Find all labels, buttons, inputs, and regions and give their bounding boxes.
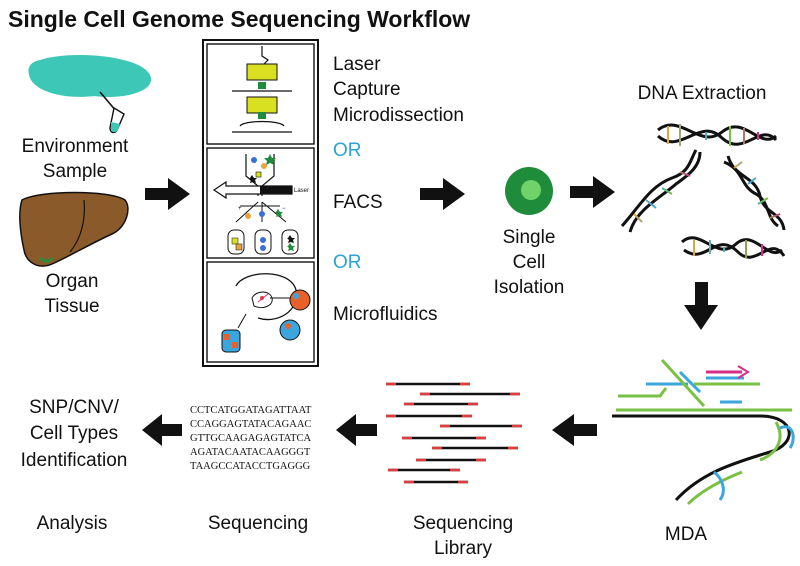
- dna-helix-icon: [723, 155, 786, 231]
- arrow-to-sequencing-library: [552, 414, 597, 446]
- results-label-line1: SNP/CNV/: [29, 397, 119, 418]
- sequence-line: AGATACAATACAAGGGT: [190, 447, 311, 458]
- arrow-to-dna-extraction: [570, 176, 615, 208]
- arrow-to-results: [142, 414, 182, 446]
- sequencing-library-label-line1: Sequencing: [413, 513, 513, 534]
- svg-text:−: −: [282, 206, 286, 212]
- sequence-line: CCAGGAGTATACAGAAC: [190, 419, 311, 430]
- sequencing-library-reads: [386, 382, 522, 484]
- sequence-reads-text: CCTCATGGATAGATTAAT CCAGGAGTATACAGAAC GTT…: [190, 405, 312, 472]
- liver-icon: [19, 191, 129, 267]
- dna-helix-icon: [620, 149, 702, 233]
- or-label-1: OR: [333, 140, 362, 161]
- single-cell-label-line2: Cell: [513, 252, 546, 273]
- facs-panel: Laser + −: [206, 147, 315, 259]
- svg-text:+: +: [238, 206, 242, 212]
- results-label-line3: Identification: [21, 450, 128, 471]
- laser-label-line2: Capture: [333, 79, 401, 100]
- environment-label-line1: Environment: [22, 136, 129, 157]
- arrow-to-single-cell: [420, 178, 465, 210]
- single-cell-label-line1: Single: [503, 227, 556, 248]
- organ-label-line2: Tissue: [44, 296, 99, 317]
- laser-beam-label: Laser: [294, 188, 309, 194]
- microfluidics-label: Microfluidics: [333, 304, 438, 325]
- dna-extraction-label: DNA Extraction: [638, 83, 767, 104]
- sequencing-library-label-line2: Library: [434, 538, 493, 559]
- single-cell-label-line3: Isolation: [494, 277, 565, 298]
- sequence-line: CCTCATGGATAGATTAAT: [190, 405, 312, 416]
- environment-label-line2: Sample: [43, 161, 107, 182]
- arrow-to-mda: [684, 282, 718, 330]
- single-cell-group: Single Cell Isolation: [494, 167, 565, 298]
- mda-label: MDA: [665, 524, 708, 545]
- environment-sample-group: Environment Sample: [22, 55, 152, 182]
- mda-diagram: [612, 358, 795, 506]
- or-label-2: OR: [333, 252, 362, 273]
- arrow-to-isolation-methods: [145, 178, 190, 210]
- sequencing-label: Sequencing: [208, 513, 308, 534]
- sequence-line: TAAGCCATACCTGAGGG: [190, 461, 311, 472]
- laser-capture-panel: [206, 43, 315, 145]
- arrow-to-sequencing: [336, 414, 377, 446]
- diagram-title: Single Cell Genome Sequencing Workflow: [8, 6, 470, 32]
- laser-label-line1: Laser: [333, 54, 381, 75]
- environment-sample-icon: [28, 55, 152, 98]
- sequence-line: GTTGCAAGAGAGTATCA: [190, 433, 311, 444]
- microfluidics-panel: [206, 261, 315, 363]
- isolation-methods-box: Laser + −: [202, 39, 319, 367]
- dna-helix-group: [620, 123, 786, 259]
- organ-tissue-group: Organ Tissue: [19, 191, 129, 317]
- dna-helix-icon: [656, 123, 778, 146]
- laser-label-line3: Microdissection: [333, 105, 464, 126]
- analysis-label: Analysis: [37, 513, 108, 534]
- facs-label: FACS: [333, 192, 383, 213]
- results-label-line2: Cell Types: [30, 423, 118, 444]
- dna-helix-icon: [681, 236, 786, 259]
- organ-label-line1: Organ: [46, 271, 99, 292]
